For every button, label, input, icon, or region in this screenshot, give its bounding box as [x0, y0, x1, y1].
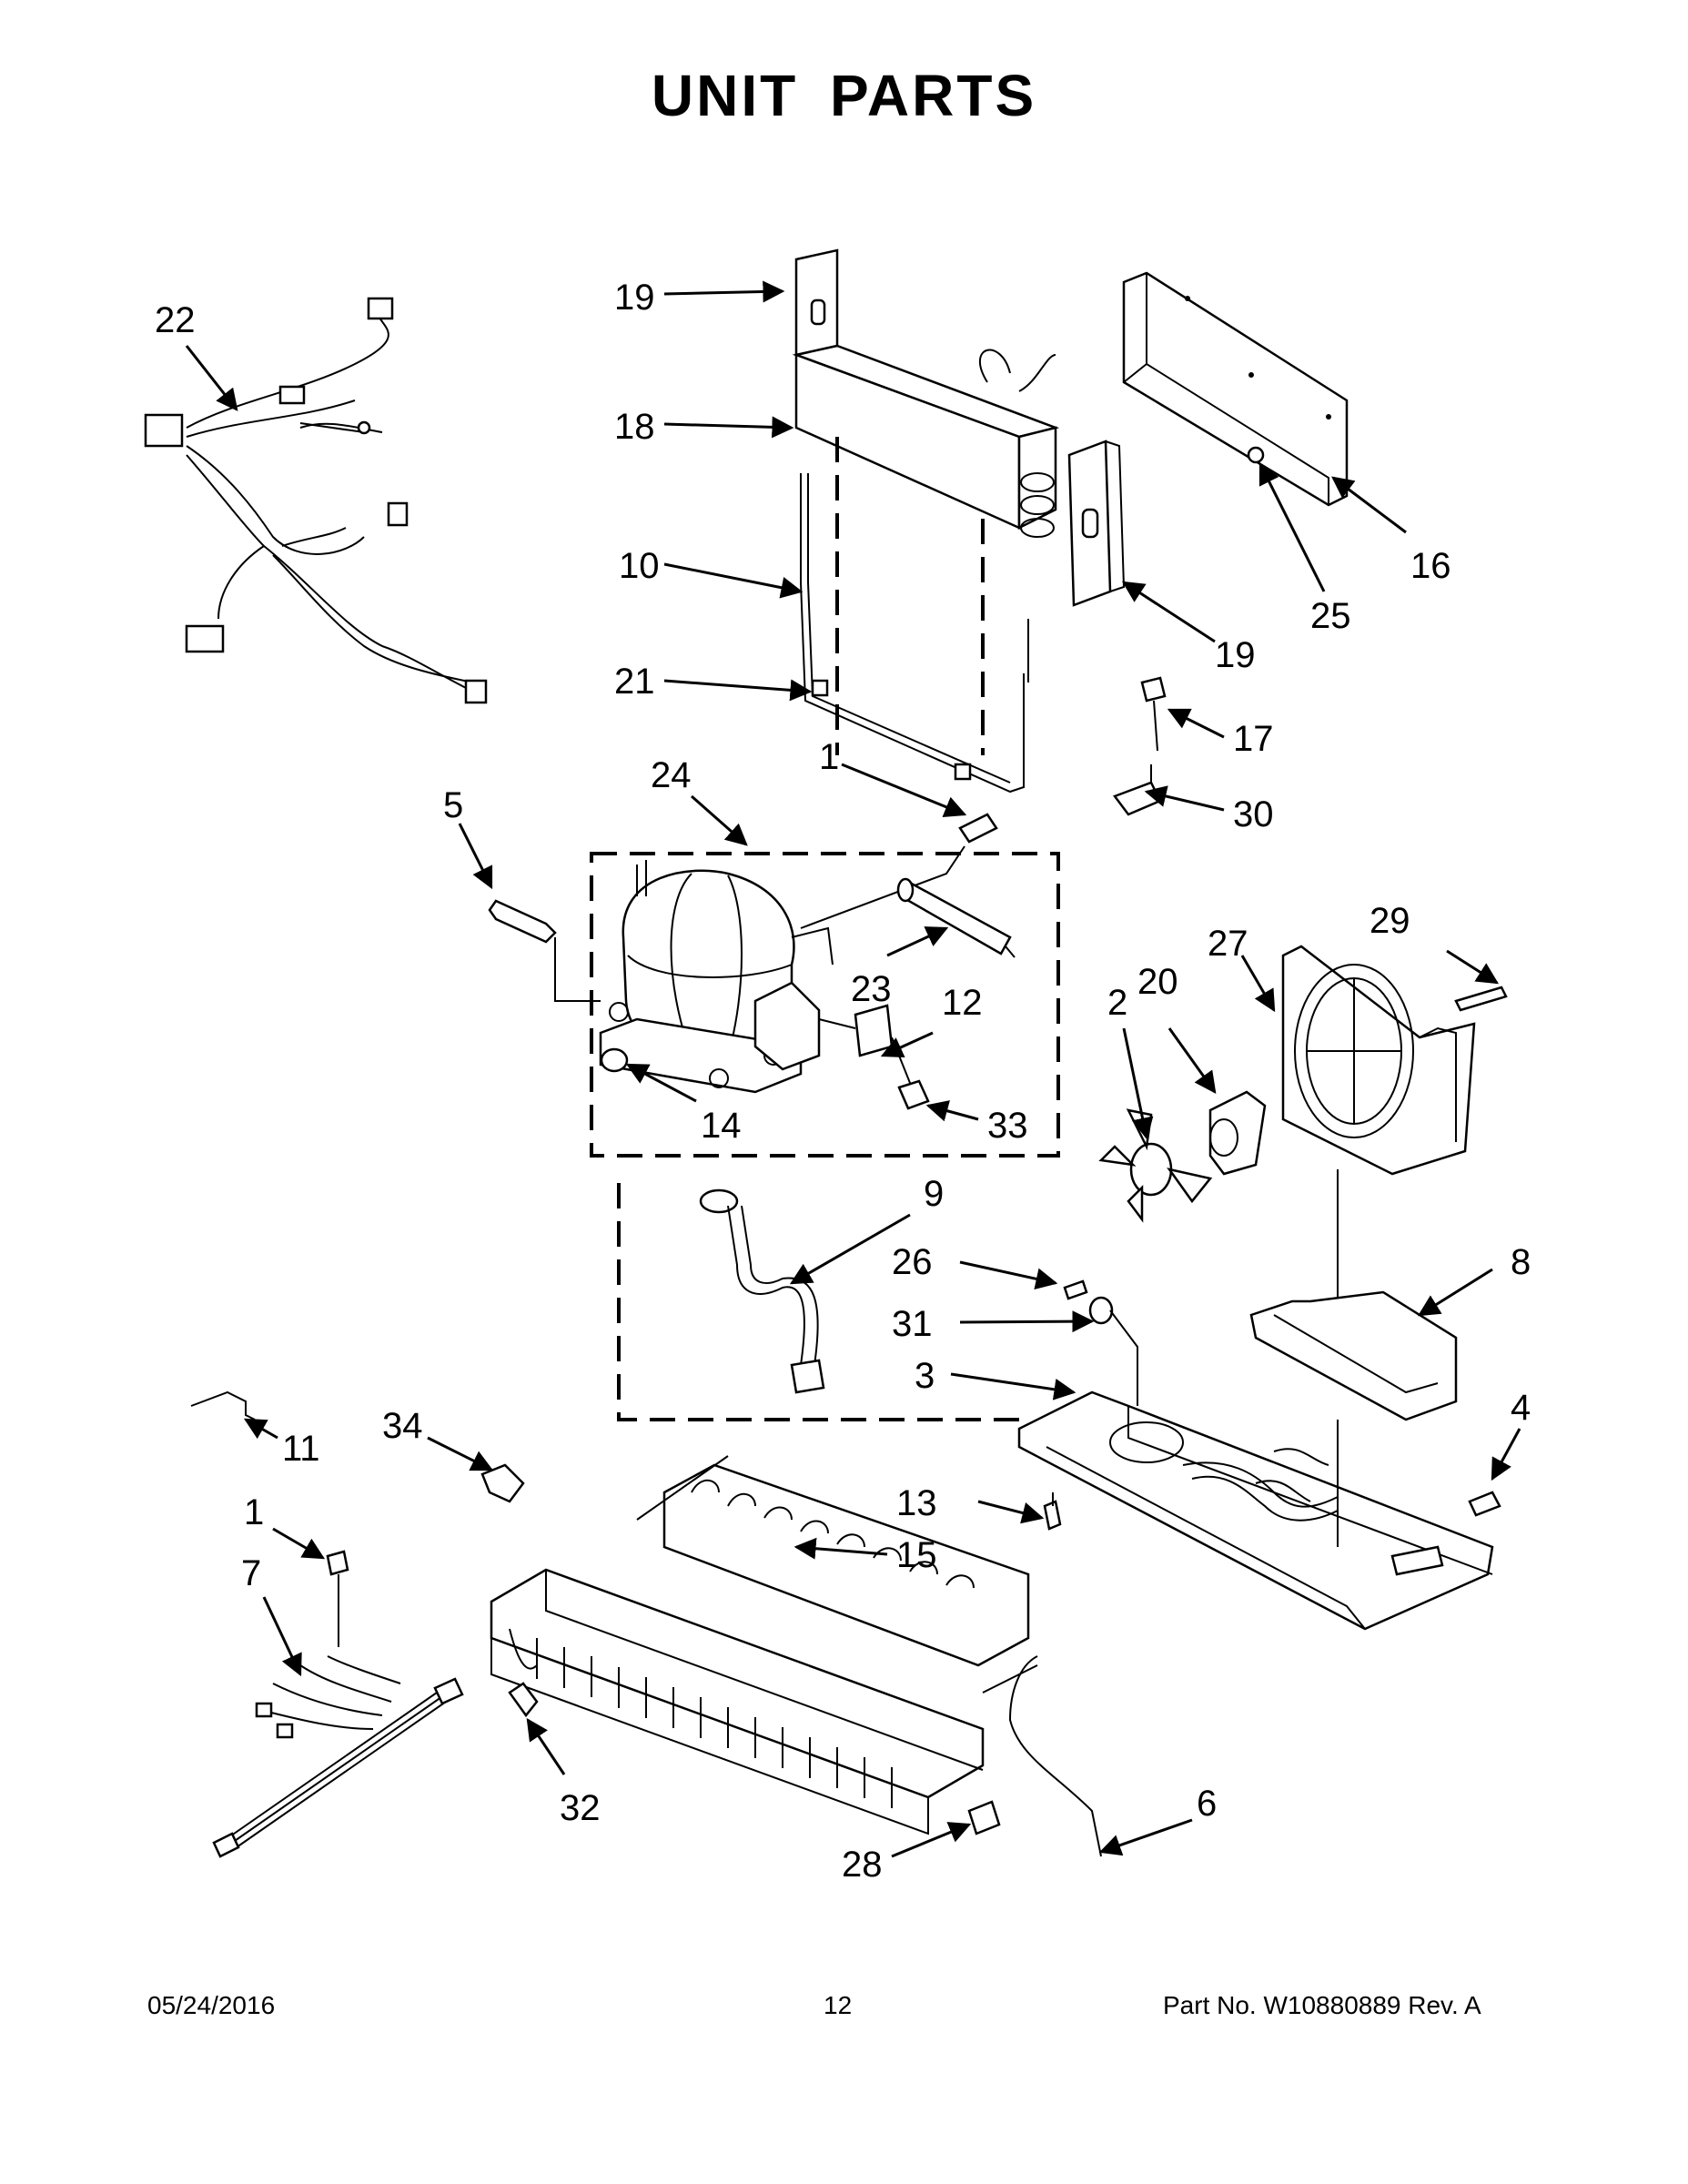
grommet-drawing — [600, 1047, 629, 1073]
callout-21: 21 — [614, 662, 655, 702]
wire-clip-drawing — [190, 1390, 256, 1421]
heater-wire-drawing — [1008, 1655, 1102, 1857]
evaporator-coil-drawing — [490, 1455, 1038, 1835]
footer-part-number: Part No. W10880889 Rev. A — [1163, 1991, 1481, 2019]
drain-tube-drawing — [699, 1188, 825, 1394]
callout-3: 3 — [915, 1356, 935, 1396]
shroud-drawing — [1281, 945, 1476, 1176]
unit-tray-drawing — [1017, 1296, 1494, 1631]
power-cord-drawing — [212, 1550, 464, 1858]
page-title: UNIT PARTS — [651, 63, 1037, 128]
callout-30: 30 — [1233, 794, 1274, 834]
screw-4-drawing — [1468, 1491, 1501, 1517]
callout-29: 29 — [1370, 901, 1410, 941]
callout-6: 6 — [1197, 1784, 1217, 1824]
fan-blade-drawing — [1098, 1108, 1213, 1223]
fan-bracket-drawing — [1249, 1169, 1458, 1421]
start-relay-drawing — [818, 1004, 930, 1110]
callout-25: 25 — [1310, 596, 1351, 636]
callout-22: 22 — [155, 300, 196, 340]
ground-strap-drawing — [488, 899, 601, 1002]
callout-9: 9 — [924, 1174, 944, 1214]
callout-2: 2 — [1107, 983, 1127, 1023]
condenser-tube-drawing — [800, 473, 1029, 794]
bumper-drawing — [1454, 986, 1508, 1012]
fan-motor-drawing — [1208, 1090, 1267, 1176]
bumper-small-drawing — [1063, 1279, 1088, 1300]
clip-34-drawing — [480, 1463, 525, 1503]
callout-27: 27 — [1208, 924, 1248, 964]
callout-4: 4 — [1511, 1388, 1531, 1428]
tube-clip-drawing — [508, 1682, 539, 1718]
cap-drawing — [967, 1800, 1001, 1835]
callout-13: 13 — [896, 1483, 937, 1523]
screw-13-drawing — [1043, 1492, 1062, 1531]
callout-24: 24 — [651, 755, 692, 795]
callout-26: 26 — [892, 1242, 933, 1282]
drier-drawing — [896, 877, 1016, 958]
callout-18: 18 — [614, 407, 655, 447]
callout-28: 28 — [842, 1845, 883, 1885]
callout-labels: 22 19 18 10 21 16 25 19 17 30 24 1 5 23 … — [155, 278, 1531, 1885]
callout-19-top: 19 — [614, 278, 655, 318]
callout-12: 12 — [942, 983, 983, 1023]
callout-5: 5 — [443, 785, 463, 825]
callout-11: 11 — [282, 1429, 320, 1469]
callout-20: 20 — [1137, 962, 1178, 1002]
callout-23: 23 — [851, 969, 892, 1009]
callout-34: 34 — [382, 1406, 423, 1446]
callout-19-right: 19 — [1215, 635, 1256, 675]
callout-10: 10 — [619, 546, 660, 586]
screw-upper-drawing — [958, 813, 998, 844]
callout-31: 31 — [892, 1304, 933, 1344]
callout-1-top: 1 — [819, 737, 839, 777]
callout-15: 15 — [896, 1535, 937, 1575]
callout-33: 33 — [987, 1106, 1028, 1146]
leader-lines — [185, 280, 1521, 1858]
callout-7: 7 — [241, 1553, 261, 1593]
callout-1-bottom: 1 — [244, 1492, 264, 1532]
callout-16: 16 — [1410, 546, 1451, 586]
callout-8: 8 — [1511, 1242, 1531, 1282]
compressor-drawing — [599, 845, 965, 1094]
footer-page-number: 12 — [824, 1991, 853, 2019]
compressor-dash-link — [617, 1183, 1028, 1421]
condenser-drawing — [792, 248, 1126, 755]
callout-17: 17 — [1233, 719, 1274, 759]
compressor-assembly-outline — [590, 852, 1060, 1158]
duct-cover-drawing — [1122, 271, 1349, 507]
footer-date: 05/24/2016 — [147, 1991, 276, 2019]
callout-14: 14 — [701, 1106, 742, 1146]
wire-harness-drawing — [144, 297, 488, 704]
callout-32: 32 — [560, 1788, 601, 1828]
